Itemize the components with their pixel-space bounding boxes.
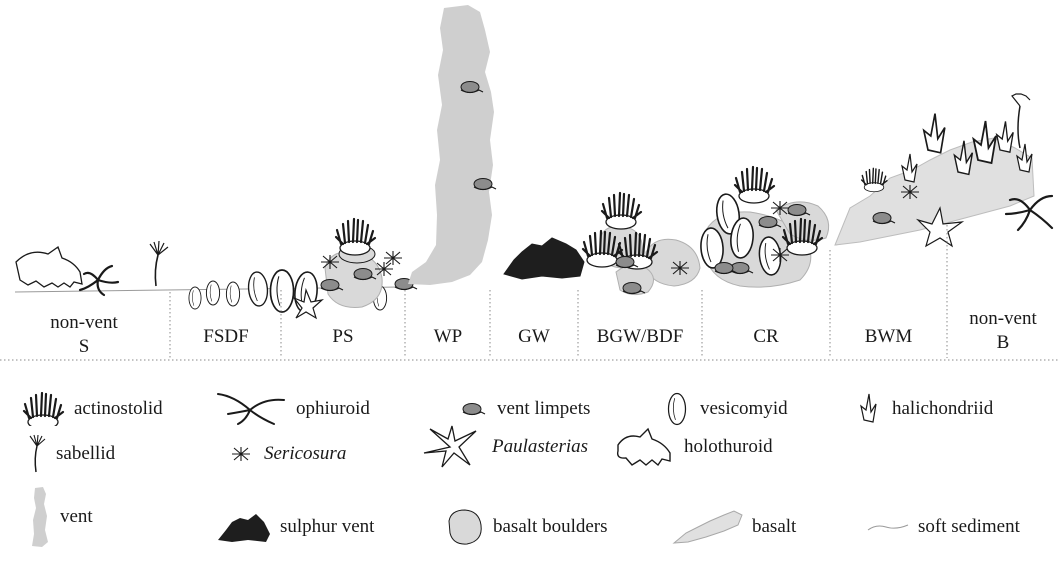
sulphur-vent-mound [504,238,584,279]
zone-label-fsdf: FSDF [172,325,280,349]
zone-label-cr: CR [704,325,828,349]
zone-label-wp: WP [407,325,489,349]
legend-basalt: basalt [672,510,796,544]
vesicomyid-icon [662,392,692,426]
legend-label: sabellid [56,443,115,465]
zone-label-non-vent-b: non-vent B [949,307,1057,355]
legend-label: vesicomyid [700,398,788,420]
zone-label-bwm: BWM [832,325,945,349]
zone-label-line1: non-vent [949,307,1057,331]
sabellid-icon [24,434,48,474]
zone-label-line2: S [0,335,168,359]
zone-label-gw: GW [492,325,576,349]
legend-vent: vent [28,500,93,534]
vent-limpet-icon [455,392,489,426]
legend-sabellid: sabellid [24,437,115,471]
paulasterias-icon [418,425,484,469]
actinostolid-icon [20,392,66,426]
zone-label-line1: non-vent [0,311,168,335]
legend-ophiuroid: ophiuroid [212,392,370,426]
legend-holothuroid: holothuroid [612,430,773,464]
holothuroid-figure [16,247,82,287]
bgw-boulder-cluster [583,193,700,295]
legend-soft-sediment: soft sediment [866,510,1020,544]
legend-label: Sericosura [264,443,346,465]
zone-label-non-vent-s: non-vent S [0,311,168,359]
legend-halichondriid: halichondriid [858,392,993,426]
zone-label-line2: B [949,331,1057,355]
sericosura-icon [226,437,256,471]
zone-label-line1: CR [704,325,828,349]
legend-vent-limpets: vent limpets [455,392,590,426]
legend-sulphur-vent: sulphur vent [216,510,374,544]
legend-label: vent [60,506,93,528]
zone-label-bgw-bdf: BGW/BDF [578,325,702,349]
zone-label-line1: PS [283,325,403,349]
legend-label: actinostolid [74,398,163,420]
legend-label: halichondriid [892,398,993,420]
legend-actinostolid: actinostolid [20,392,163,426]
zone-label-line1: FSDF [172,325,280,349]
basalt-icon [672,509,744,545]
legend-label: sulphur vent [280,516,374,538]
zone-label-line1: BGW/BDF [578,325,702,349]
basalt-boulder-icon [445,507,485,547]
legend-label: Paulasterias [492,436,588,458]
bwm-basalt-formation [835,94,1034,246]
legend-label: ophiuroid [296,398,370,420]
holothuroid-icon [612,425,676,469]
halichondriid-icon [858,392,884,426]
zone-label-ps: PS [283,325,403,349]
legend-label: vent limpets [497,398,590,420]
legend-basalt-boulders: basalt boulders [445,510,608,544]
legend-label: basalt boulders [493,516,608,538]
legend-label: basalt [752,516,796,538]
legend-label: soft sediment [918,516,1020,538]
soft-sediment-icon [866,510,910,544]
legend-vesicomyid: vesicomyid [662,392,788,426]
legend-sericosura: Sericosura [226,437,346,471]
legend-paulasterias: Paulasterias [418,430,588,464]
ophiuroid-icon [212,392,288,426]
sulphur-vent-icon [216,510,272,544]
vent-chimney [408,5,496,285]
ps-boulder-cluster [294,219,417,318]
legend-label: holothuroid [684,436,773,458]
zone-label-line1: WP [407,325,489,349]
sabellid-figure-left [150,241,168,286]
zone-label-line1: BWM [832,325,945,349]
vent-chimney-icon [28,486,52,548]
cr-boulder-cluster [700,167,829,287]
zone-label-line1: GW [492,325,576,349]
